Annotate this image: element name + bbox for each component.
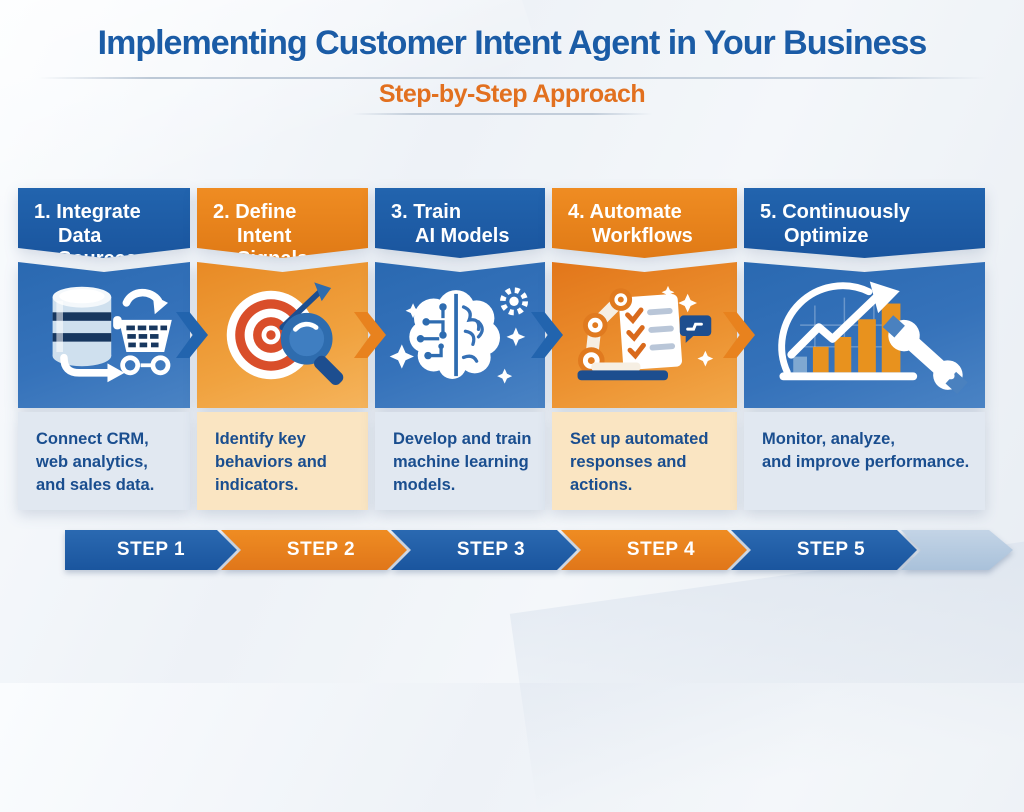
step-2-heading: 2. Define Intent Signals bbox=[197, 188, 368, 258]
step-progress-band: STEP 1 STEP 2 STEP 3 STEP 4 STEP 5 bbox=[65, 530, 1013, 570]
database-cart-icon bbox=[52, 286, 173, 383]
footer-step-5: STEP 5 bbox=[731, 530, 917, 570]
step-column-1: 1. Integrate Data Sources bbox=[18, 188, 190, 510]
step-1-illustration bbox=[18, 262, 190, 408]
step-5-heading: 5. Continuously Optimize bbox=[744, 188, 985, 258]
step-1-heading: 1. Integrate Data Sources bbox=[18, 188, 190, 258]
step-column-3: 3. Train AI Models bbox=[375, 188, 545, 510]
step-column-4: 4. Automate Workflows bbox=[552, 188, 737, 510]
page-title: Implementing Customer Intent Agent in Yo… bbox=[97, 24, 928, 62]
growth-chart-wrench-icon bbox=[778, 281, 969, 394]
step-2-description: Identify key behaviors and indicators. bbox=[197, 412, 368, 510]
step-3-description: Develop and train machine learning model… bbox=[375, 412, 545, 510]
step-5-description: Monitor, analyze, and improve performanc… bbox=[744, 412, 985, 510]
step-4-heading: 4. Automate Workflows bbox=[552, 188, 737, 258]
footer-step-4: STEP 4 bbox=[561, 530, 747, 570]
steps-panel: 1. Integrate Data Sources bbox=[18, 188, 985, 510]
footer-step-1: STEP 1 bbox=[65, 530, 237, 570]
step-1-description: Connect CRM, web analytics, and sales da… bbox=[18, 412, 190, 510]
robot-arm-checklist-icon bbox=[577, 285, 714, 381]
step-3-illustration bbox=[375, 262, 545, 408]
step-5-illustration bbox=[744, 262, 985, 408]
step-column-2: 2. Define Intent Signals Identify key be… bbox=[197, 188, 368, 510]
divider-line bbox=[38, 77, 986, 79]
step-3-heading: 3. Train AI Models bbox=[375, 188, 545, 258]
step-4-description: Set up automated responses and actions. bbox=[552, 412, 737, 510]
page-subtitle: Step-by-Step Approach bbox=[378, 80, 646, 108]
footer-step-3: STEP 3 bbox=[391, 530, 577, 570]
ai-brain-icon bbox=[389, 287, 529, 384]
step-column-5: 5. Continuously Optimize bbox=[744, 188, 985, 510]
trailing-arrow-icon bbox=[901, 530, 1013, 570]
step-4-illustration bbox=[552, 262, 737, 408]
divider-line bbox=[352, 113, 652, 115]
footer-step-2: STEP 2 bbox=[221, 530, 407, 570]
step-2-illustration bbox=[197, 262, 368, 408]
target-magnifier-icon bbox=[227, 282, 344, 386]
